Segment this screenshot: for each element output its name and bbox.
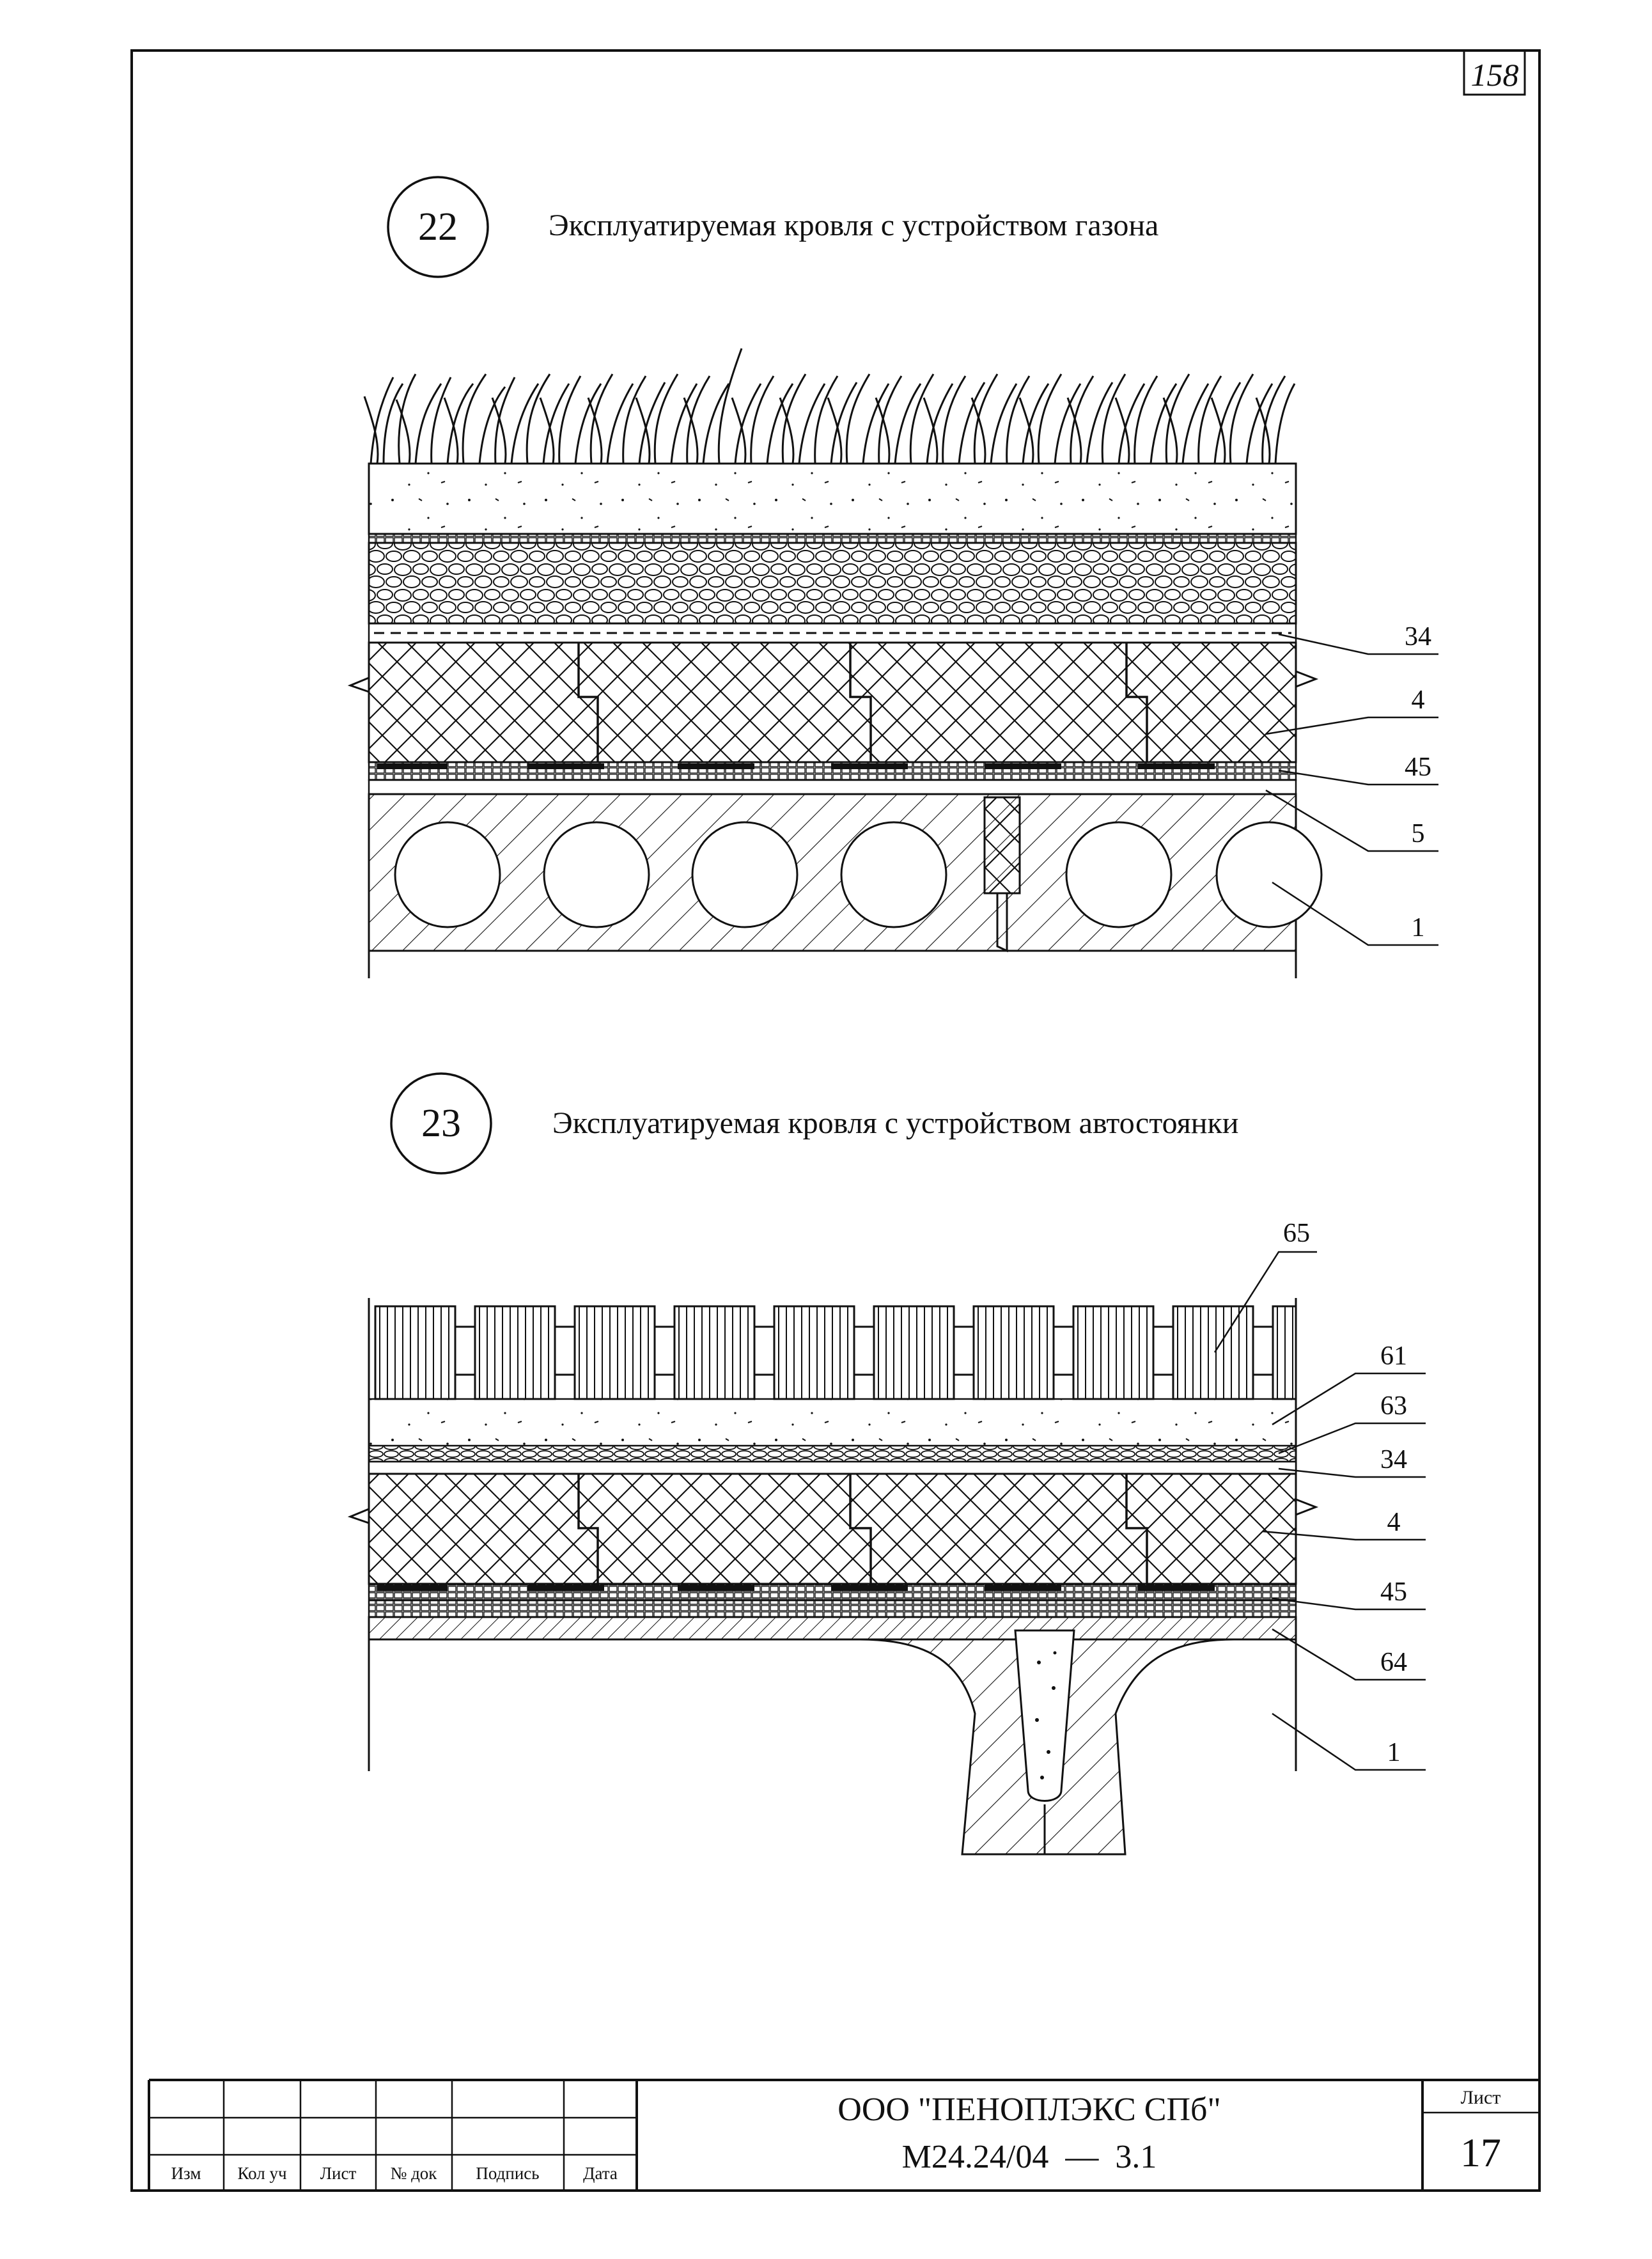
callout-22-1: 1 bbox=[1412, 913, 1425, 942]
gravel-drainage-layer bbox=[368, 542, 1297, 625]
callout-23-65: 65 bbox=[1283, 1219, 1310, 1248]
drainage-layer-63 bbox=[368, 1444, 1297, 1463]
paving-blocks-65 bbox=[374, 1305, 1297, 1400]
detail-22-number: 22 bbox=[418, 205, 458, 249]
callout-22-45: 45 bbox=[1405, 753, 1431, 782]
detail-22-marker bbox=[387, 176, 489, 278]
detail-23: 23 Эксплуатируемая кровля с устройством … bbox=[347, 1072, 1426, 1856]
header-izm: Изм bbox=[171, 2164, 201, 2183]
callout-23-63: 63 bbox=[1380, 1391, 1407, 1421]
geotextile-layer-34b bbox=[368, 1460, 1297, 1475]
callout-23-64: 64 bbox=[1380, 1648, 1407, 1677]
detail-23-number: 23 bbox=[421, 1102, 461, 1145]
detail-23-marker bbox=[390, 1072, 492, 1175]
callout-23-34: 34 bbox=[1380, 1445, 1407, 1474]
callout-23-61: 61 bbox=[1380, 1341, 1407, 1371]
header-list: Лист bbox=[320, 2164, 357, 2183]
soil-layer bbox=[368, 462, 1297, 535]
callout-23-45: 45 bbox=[1380, 1577, 1407, 1607]
header-doc-no: № док bbox=[391, 2164, 438, 2183]
insulation-layer-4b bbox=[368, 1473, 1297, 1585]
callout-22-5: 5 bbox=[1412, 819, 1425, 848]
page-number: 158 bbox=[1471, 57, 1519, 93]
detail-22: 22 Эксплуатируемая кровля с устройством … bbox=[347, 176, 1438, 978]
layer-stack-22 bbox=[347, 462, 1323, 978]
header-date: Дата bbox=[583, 2164, 618, 2183]
sheet-frame: 158 bbox=[130, 49, 1541, 2192]
header-kol-uch: Кол уч bbox=[237, 2164, 286, 2183]
document-code: М24.24/04 — 3.1 bbox=[902, 2139, 1157, 2175]
callout-23-4: 4 bbox=[1387, 1508, 1401, 1537]
filter-band bbox=[368, 533, 1297, 544]
detail-22-title: Эксплуатируемая кровля с устройством газ… bbox=[549, 208, 1158, 242]
company-name: ООО "ПЕНОПЛЭКС СПб" bbox=[838, 2091, 1220, 2128]
sheet-number: 17 bbox=[1460, 2130, 1501, 2175]
sand-bed-61 bbox=[369, 1399, 1296, 1446]
sheet-label: Лист bbox=[1461, 2087, 1501, 2108]
insulation-layer-4 bbox=[368, 641, 1297, 763]
layer-stack-23 bbox=[347, 1298, 1319, 1856]
header-signature: Подпись bbox=[476, 2164, 539, 2183]
screed-layer-5 bbox=[368, 779, 1297, 795]
ribbed-slab-1 bbox=[859, 1629, 1235, 1856]
callout-22-34: 34 bbox=[1405, 622, 1431, 652]
screed-layer-64 bbox=[368, 1616, 1297, 1641]
detail-22-callouts bbox=[1265, 633, 1438, 946]
detail-23-callouts bbox=[1213, 1251, 1426, 1771]
callout-23-1: 1 bbox=[1387, 1738, 1401, 1767]
title-block: Изм Кол уч Лист № док Подпись Дата ООО "… bbox=[148, 2079, 1539, 2191]
callout-22-4: 4 bbox=[1412, 685, 1425, 715]
detail-23-title: Эксплуатируемая кровля с устройством авт… bbox=[552, 1106, 1238, 1140]
grass-layer bbox=[363, 348, 1296, 464]
